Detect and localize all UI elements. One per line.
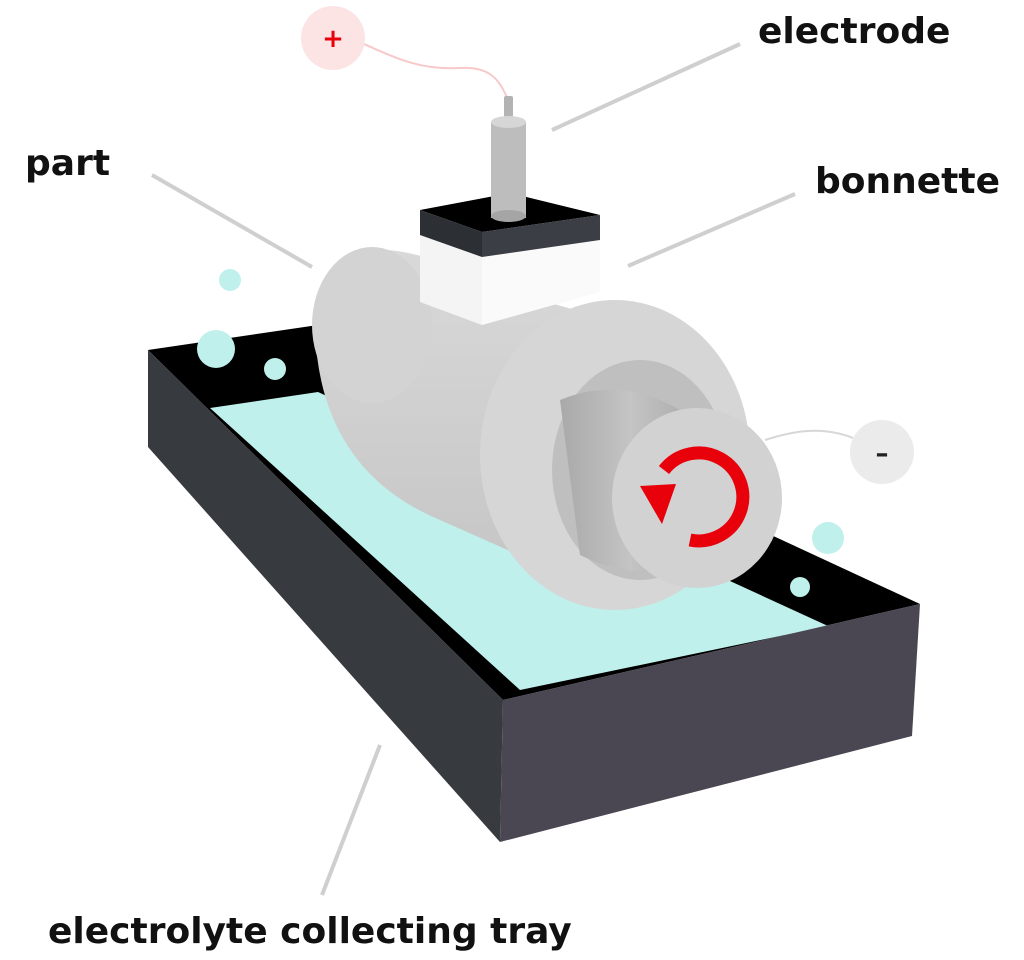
tray-left-side: [148, 350, 503, 842]
part: [312, 247, 782, 610]
tray-leader-line: [320, 744, 382, 896]
bubble: [812, 522, 844, 554]
electrode-label: electrode: [758, 11, 951, 52]
electrode-top: [491, 116, 526, 128]
negative-wire: [764, 429, 854, 441]
rotation-arrow-icon: [640, 446, 750, 548]
positive-wire: [354, 39, 509, 101]
part-left-end: [312, 247, 432, 403]
electrode: [491, 96, 526, 222]
part-leader-line: [151, 173, 313, 269]
positive-terminal: +: [301, 6, 365, 70]
bonnette-leader-line: [627, 192, 796, 268]
part-label: part: [25, 143, 111, 184]
negative-sign: –: [876, 439, 889, 469]
bubble: [197, 330, 235, 368]
bubble: [264, 358, 286, 380]
bubble: [219, 269, 241, 291]
part-shaft-face: [612, 408, 782, 588]
electrode-bottom: [491, 210, 526, 222]
bonnette-front: [420, 233, 482, 325]
bonnette-cap-side: [482, 215, 600, 257]
electrode-leader-line: [551, 42, 741, 132]
bonnette-side: [482, 240, 600, 325]
positive-sign: +: [322, 24, 344, 54]
electrode-body: [491, 122, 526, 218]
tray-label: electrolyte collecting tray: [48, 911, 572, 952]
tray-front-side: [500, 604, 920, 842]
bubble: [790, 577, 810, 597]
negative-terminal: –: [850, 420, 914, 484]
bonnette-cap-front: [420, 210, 482, 257]
bonnette-label: bonnette: [815, 161, 1001, 202]
